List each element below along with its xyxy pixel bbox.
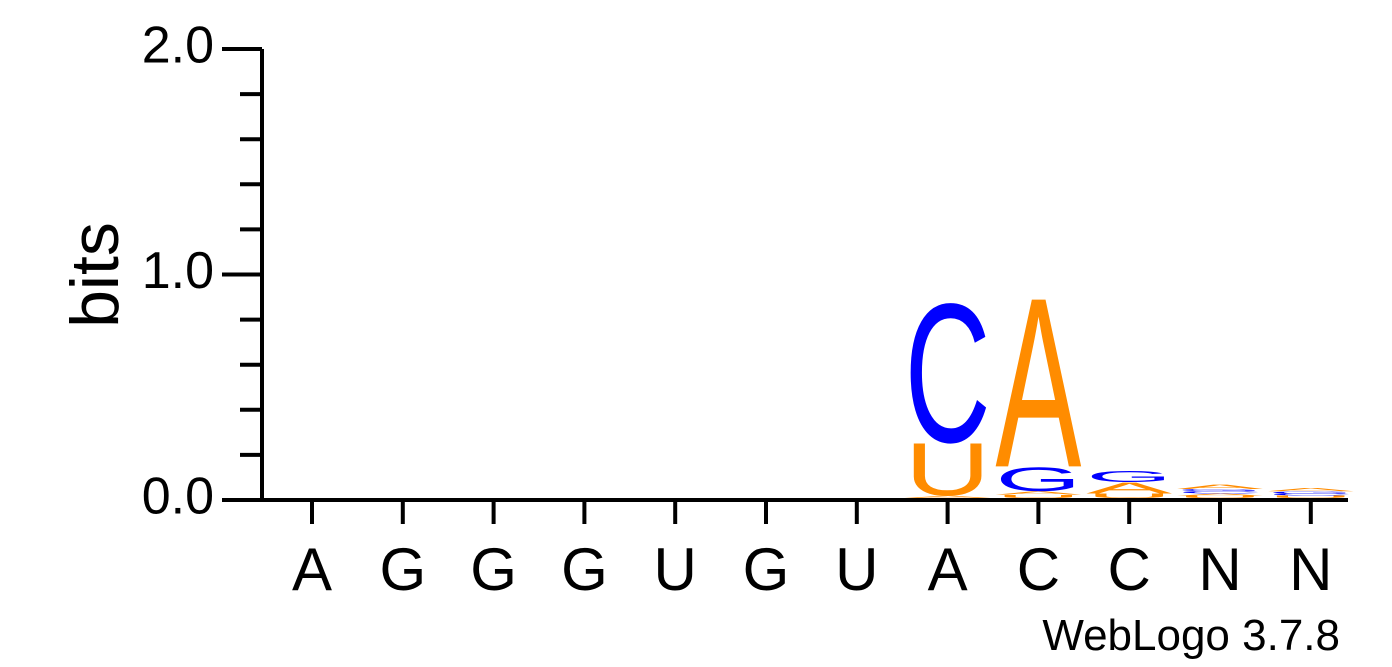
x-tick-label: G: [379, 536, 426, 603]
logo-letter-G: G: [1086, 468, 1172, 486]
logo-letter-A: A: [1177, 483, 1263, 490]
logo-letter-U: U: [995, 494, 1081, 499]
x-tick-label: N: [1289, 536, 1332, 603]
logo-letter-G: G: [1268, 491, 1354, 495]
x-tick-label: G: [561, 536, 608, 603]
logo-letter-A: A: [995, 248, 1081, 519]
y-axis-label: bits: [57, 222, 133, 328]
x-tick-label: G: [743, 536, 790, 603]
logo-letter-A: A: [1177, 493, 1263, 497]
logo-letter-A: A: [905, 495, 991, 499]
y-tick-label: 0.0: [142, 468, 214, 526]
x-tick-label: C: [1108, 536, 1151, 603]
weblogo-credit: WebLogo 3.7.8: [1042, 611, 1340, 660]
x-tick-label: A: [292, 536, 332, 603]
y-tick-label: 2.0: [142, 17, 214, 75]
logo-letter-A: A: [995, 490, 1081, 495]
logo-letter-C: C: [905, 262, 991, 484]
y-ticks: 0.0 1.0 2.0: [142, 17, 262, 526]
x-tick-label: U: [654, 536, 697, 603]
logo-letter-U: U: [1268, 495, 1354, 499]
logo-letter-C: C: [1268, 493, 1354, 497]
y-tick-label: 1.0: [142, 242, 214, 300]
axes: [260, 49, 1348, 502]
x-tick-label: C: [1017, 536, 1060, 603]
logo-letter-U: U: [1086, 492, 1172, 499]
logo-letter-G: G: [1177, 488, 1263, 492]
logo-letter-C: C: [1177, 491, 1263, 495]
x-tick-label: G: [470, 536, 517, 603]
logo-letter-G: G: [995, 460, 1081, 498]
x-tick-label: N: [1198, 536, 1241, 603]
logo-letter-U: U: [1177, 495, 1263, 499]
logo-letter-A: A: [1268, 487, 1354, 492]
logo-letter-A: A: [1086, 479, 1173, 496]
x-tick-label: U: [835, 536, 878, 603]
x-tick-label: A: [928, 536, 968, 603]
